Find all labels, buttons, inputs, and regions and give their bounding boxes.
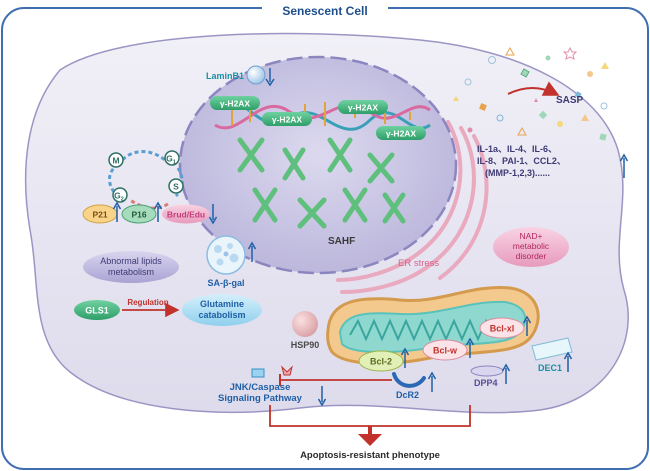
- bclxl-pill: [479, 317, 525, 339]
- bclxl-up-arrow: [522, 315, 532, 336]
- er-stress-label: ER stress: [398, 258, 439, 269]
- lipids-label-1: Abnormal lipids: [100, 256, 162, 266]
- sahf-label: SAHF: [328, 236, 355, 247]
- dpp4-shape: [470, 365, 504, 377]
- bclw-label: Bcl-w: [433, 346, 458, 356]
- hsp90-sphere: [292, 311, 318, 337]
- brud-edu-label: Brud/Edu: [167, 210, 205, 220]
- sasp-up-arrow: [619, 153, 629, 178]
- sasp-particles: [453, 46, 609, 141]
- cell-cycle: M G1 S G2: [108, 150, 184, 210]
- dpp4-up-arrow: [501, 363, 511, 384]
- dcr2-up-arrow: [427, 371, 437, 392]
- bcl2-label: Bcl-2: [370, 357, 392, 367]
- gamma-h2ax-group: γ-H2AX γ-H2AX γ-H2AX γ-H2AX: [210, 96, 426, 140]
- dec1-shape: [531, 337, 573, 361]
- p21-label: P21: [92, 210, 107, 220]
- p16-up-arrow: [153, 201, 163, 222]
- sasp-cytokines-2: IL-8、PAI-1、CCL2、: [477, 156, 566, 166]
- p16-label: P16: [131, 210, 146, 220]
- title-backdrop: [262, 2, 388, 18]
- glutamine-label-1: Glutamine: [200, 299, 244, 309]
- dec1-label: DEC1: [538, 363, 562, 373]
- gamma-h2ax-label: γ-H2AX: [272, 115, 303, 125]
- bclxl-label: Bcl-xl: [490, 324, 515, 334]
- laminb1-down-arrow: [265, 68, 275, 87]
- regulation-label: Regulation: [127, 298, 168, 307]
- bclw-pill: [422, 339, 468, 361]
- jnk-down-arrow: [317, 386, 327, 407]
- sa-beta-gal-up-arrow: [247, 241, 257, 262]
- glutamine-pill: [182, 294, 262, 326]
- gamma-h2ax-pill: [376, 126, 426, 140]
- sasp-cytokines-1: IL-1a、IL-4、IL-6、: [477, 144, 557, 154]
- dcr2-label: DcR2: [396, 390, 419, 400]
- sasp-cytokines-3: (MMP-1,2,3)......: [485, 168, 550, 178]
- lipids-label-2: metabolism: [108, 267, 154, 277]
- nad-label-2: metabolic: [513, 241, 550, 251]
- nad-label-1: NAD+: [520, 231, 543, 241]
- senescence-markers: P21 P16 Brud/Edu: [82, 201, 218, 225]
- outcome-arrowhead: [358, 434, 382, 446]
- dna-helix: [214, 96, 431, 131]
- phase-g1: G1: [166, 154, 176, 166]
- gls1-label: GLS1: [85, 306, 109, 316]
- glutamine-label-2: catabolism: [198, 310, 245, 320]
- hsp90-label: HSP90: [291, 340, 320, 350]
- gamma-h2ax-pill: [262, 112, 312, 126]
- laminb1-sphere: [246, 65, 266, 85]
- phase-m: M: [112, 156, 119, 166]
- bcl2-up-arrow: [400, 347, 410, 368]
- sahf-chromatin: [237, 137, 406, 229]
- jnk-icons: [251, 365, 293, 378]
- jnk-label-2: Signaling Pathway: [218, 393, 303, 404]
- dpp4-label: DPP4: [474, 378, 498, 388]
- sasp-label: SASP: [556, 95, 584, 106]
- bcl2-pill: [358, 350, 404, 372]
- nad-label-3: disorder: [516, 251, 547, 261]
- jnk-label-1: JNK/Caspase: [230, 382, 291, 393]
- outcome-label: Apoptosis-resistant phenotype: [300, 450, 440, 461]
- dcr2-receptor: [392, 372, 426, 388]
- gamma-h2ax-label: γ-H2AX: [348, 103, 379, 113]
- p21-up-arrow: [112, 201, 122, 222]
- brud-edu-pill: [162, 204, 210, 224]
- gamma-h2ax-label: γ-H2AX: [386, 129, 417, 139]
- mitochondrion: [326, 285, 540, 365]
- lipids-pill: [83, 251, 179, 283]
- gamma-h2ax-pill: [338, 100, 388, 114]
- phase-g2: G2: [114, 191, 124, 203]
- p16-pill: [121, 204, 157, 224]
- sa-beta-gal: [206, 235, 246, 275]
- sa-beta-gal-label: SA-β-gal: [208, 278, 245, 288]
- dec1-up-arrow: [563, 351, 573, 372]
- gls1-pill: [74, 300, 120, 320]
- diagram-title: Senescent Cell: [282, 4, 367, 18]
- bclw-up-arrow: [465, 337, 475, 358]
- phase-s: S: [173, 182, 179, 192]
- sasp-arrow: [507, 81, 560, 96]
- laminb1-label: LaminB1: [206, 71, 244, 81]
- nad-pill: [493, 227, 569, 267]
- brud-edu-down-arrow: [208, 204, 218, 225]
- gamma-h2ax-label: γ-H2AX: [220, 99, 251, 109]
- gamma-h2ax-pill: [210, 96, 260, 110]
